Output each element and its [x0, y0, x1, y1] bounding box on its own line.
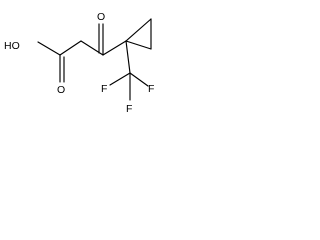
ketone-oxygen-label: O	[97, 11, 105, 23]
fluorine-label-bottom: F	[126, 103, 132, 115]
bond-carboxyl-methylene	[59, 40, 82, 56]
bond-ketone-cyclopropyl	[102, 40, 127, 56]
fluorine-label-left: F	[101, 83, 107, 95]
bond-cyclopropane-top	[125, 18, 152, 42]
bond-hydroxyl-carboxyl-carbon	[37, 41, 61, 56]
bond-fluorine-left	[109, 72, 131, 86]
bond-cyclopropane-bottom	[125, 40, 152, 50]
bond-cyclopropyl-trifluoromethyl	[125, 40, 131, 74]
hydroxyl-label: HO	[4, 40, 20, 52]
fluorine-label-right: F	[148, 83, 154, 95]
bond-fluorine-right	[129, 72, 149, 87]
acid-oxygen-label: O	[57, 84, 65, 96]
chemical-structure-drawing: HO O O F F F	[4, 11, 154, 115]
bond-methylene-ketone-carbon	[80, 40, 104, 56]
